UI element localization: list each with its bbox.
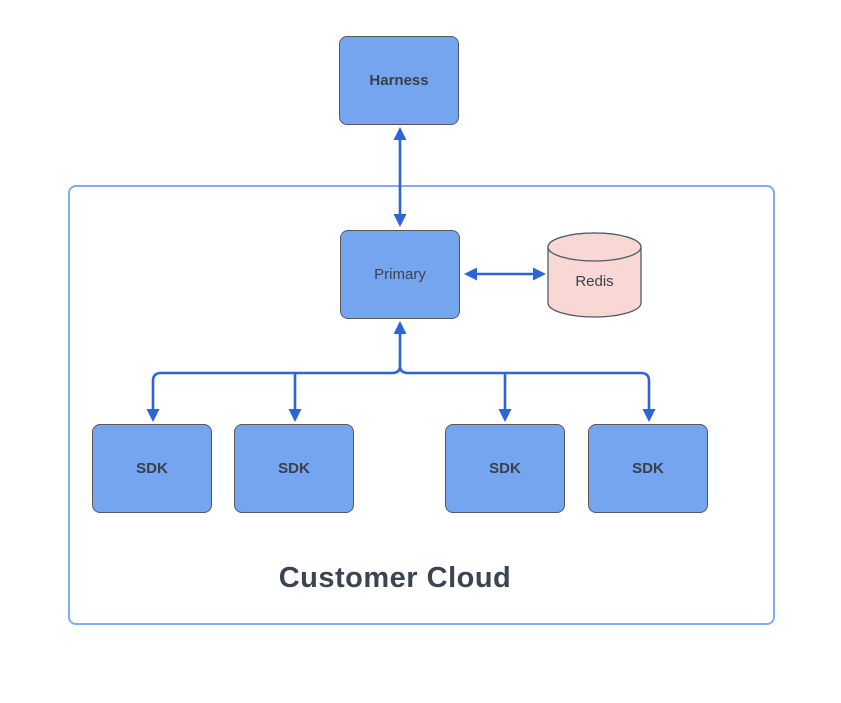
harness-node[interactable]: Harness [339,36,459,125]
redis-label: Redis [575,273,614,290]
sdk-label-3: SDK [489,460,521,477]
harness-label: Harness [369,72,429,89]
sdk-node-2[interactable]: SDK [234,424,354,513]
sdk-label-1: SDK [136,460,168,477]
sdk-node-3[interactable]: SDK [445,424,565,513]
customer-cloud-label: Customer Cloud [278,562,512,594]
primary-node[interactable]: Primary [340,230,460,319]
sdk-node-4[interactable]: SDK [588,424,708,513]
sdk-label-4: SDK [632,460,664,477]
customer-cloud-container[interactable] [68,185,775,625]
sdk-node-1[interactable]: SDK [92,424,212,513]
primary-label: Primary [374,266,426,283]
sdk-label-2: SDK [278,460,310,477]
arrowhead-up-harness [393,127,407,140]
